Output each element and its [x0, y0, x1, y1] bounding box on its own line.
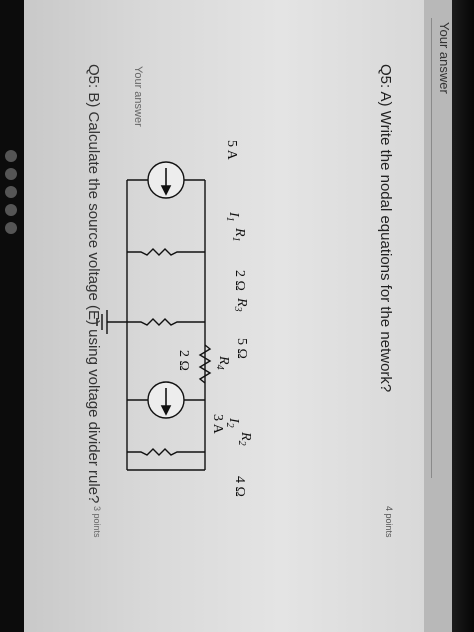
r1-name: R1	[230, 227, 247, 242]
r1-resistor	[127, 248, 205, 256]
source1-arrowhead	[160, 185, 172, 196]
r1-value: 2 Ω	[232, 270, 247, 291]
answer-input[interactable]: Your answer	[132, 66, 144, 127]
source2-arrowhead	[160, 405, 172, 416]
r4-resistor	[198, 344, 212, 384]
app-icon[interactable]	[5, 168, 17, 180]
r2-value: 4 Ω	[232, 476, 247, 497]
question-b-points: 3 points	[92, 506, 102, 538]
quiz-form: Your answer Q5: A) Write the nodal equat…	[24, 0, 452, 632]
app-icon[interactable]	[5, 222, 17, 234]
screen-bezel	[452, 0, 474, 632]
source1-value: 5 A	[224, 140, 239, 161]
circuit-diagram: 5 A I1 R1 2 Ω R3 5 Ω R4 2 Ω I2 3 A R2 4 …	[96, 140, 253, 497]
app-icon[interactable]	[5, 204, 17, 216]
r3-resistor	[127, 318, 205, 326]
r4-value: 2 Ω	[176, 350, 191, 371]
source1-name: I1	[224, 211, 241, 222]
r2-name: R2	[236, 431, 253, 446]
source2-name: I2	[224, 417, 241, 428]
source2-value: 3 A	[210, 414, 225, 435]
form-viewport: Your answer Q5: A) Write the nodal equat…	[24, 0, 452, 632]
app-sidebar-strip	[0, 0, 24, 632]
r3-value: 5 Ω	[234, 338, 249, 359]
app-icon[interactable]	[5, 186, 17, 198]
r3-name: R3	[232, 297, 249, 312]
app-icon[interactable]	[5, 150, 17, 162]
r4-name: R4	[214, 355, 231, 370]
r2-resistor	[127, 448, 205, 456]
question-b-title: Q5: B) Calculate the source voltage (E) …	[85, 64, 102, 504]
